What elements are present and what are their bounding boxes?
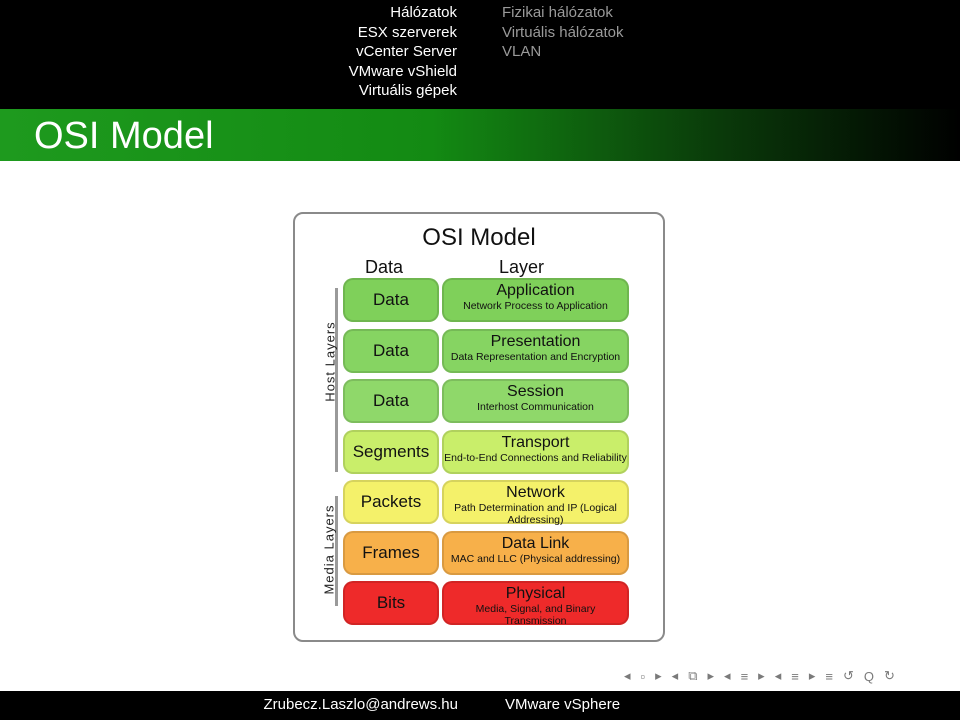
beamer-nav-icon[interactable]: ▸ bbox=[758, 668, 765, 683]
pdu-label: Packets bbox=[360, 492, 422, 511]
beamer-nav-icon[interactable]: ↺ bbox=[842, 668, 854, 683]
beamer-nav-icon[interactable]: ▸ bbox=[808, 668, 816, 683]
pdu-label: Frames bbox=[362, 542, 420, 562]
beamer-nav-icon[interactable]: ≡ bbox=[791, 668, 799, 684]
frame-title-bar: OSI Model bbox=[0, 109, 960, 161]
pdu-box: Segments bbox=[343, 429, 439, 474]
figure-title: OSI Model bbox=[422, 224, 536, 251]
pdu-box: Frames bbox=[343, 530, 439, 575]
subsection-list: Fizikai hálózatok Virtuális hálózatok VL… bbox=[502, 3, 623, 62]
beamer-nav-icon[interactable]: ◂ bbox=[724, 668, 731, 683]
pdu-label: Data bbox=[373, 391, 409, 410]
nav-section-3[interactable]: vCenter Server bbox=[356, 43, 457, 61]
nav-section-2[interactable]: ESX szerverek bbox=[357, 23, 457, 41]
pdu-box: Packets bbox=[343, 480, 439, 524]
nav-section-1[interactable]: Hálózatok bbox=[390, 4, 457, 21]
layer-description: Media, Signal, and Binary Transmission bbox=[475, 603, 596, 627]
media-layers-label: Media Layers bbox=[321, 504, 337, 595]
nav-section-4[interactable]: VMware vShield bbox=[348, 62, 457, 80]
layer-description: End-to-End Connections and Reliability bbox=[444, 451, 627, 464]
host-layers-bracket bbox=[335, 288, 338, 472]
layer-name: Network bbox=[506, 484, 565, 501]
beamer-navigation-symbols: ◂ ▫ ▸ ◂ ⧉ ▸ ◂ ≡ ▸ ◂ ≡ ▸ ≡ ↺ Q ↻ bbox=[624, 667, 895, 685]
beamer-nav-icon[interactable]: ▸ bbox=[655, 668, 662, 683]
pdu-label: Data bbox=[373, 290, 409, 309]
layer-name: Data Link bbox=[501, 534, 570, 552]
layer-description: Interhost Communication bbox=[477, 401, 594, 413]
layer-name: Presentation bbox=[490, 332, 581, 350]
layer-name: Transport bbox=[501, 433, 570, 451]
layer-description: Data Representation and Encryption bbox=[450, 350, 621, 363]
beamer-nav-icon[interactable]: ◂ bbox=[624, 668, 631, 683]
data-column-header: Data bbox=[365, 257, 404, 277]
beamer-nav-icon[interactable]: ↻ bbox=[883, 668, 895, 683]
beamer-nav-icon[interactable]: ⧉ bbox=[688, 668, 698, 683]
osi-model-figure: OSI Model Data Layer Host Layers Media L… bbox=[293, 212, 665, 642]
pdu-label: Segments bbox=[352, 441, 430, 461]
pdu-box: Bits bbox=[343, 581, 439, 625]
nav-subsection-3[interactable]: VLAN bbox=[502, 43, 542, 61]
layer-description: Path Determination and IP (Logical Addre… bbox=[454, 502, 617, 526]
media-layers-bracket bbox=[335, 496, 338, 606]
section-navigation: Hálózatok ESX szerverek vCenter Server V… bbox=[0, 0, 960, 109]
layer-description: Network Process to Application bbox=[463, 300, 608, 312]
footer-bar: Zrubecz.Laszlo@andrews.hu VMware vSphere bbox=[0, 691, 960, 720]
layer-name: Physical bbox=[505, 585, 566, 602]
pdu-label: Data bbox=[373, 340, 409, 360]
host-layers-label: Host Layers bbox=[322, 321, 338, 402]
beamer-nav-icon[interactable]: ◂ bbox=[774, 668, 782, 683]
beamer-nav-icon[interactable]: ◂ bbox=[671, 668, 679, 683]
beamer-nav-icon[interactable]: ▸ bbox=[707, 668, 715, 683]
pdu-box: Data bbox=[343, 278, 439, 322]
pdu-box: Data bbox=[343, 379, 439, 423]
beamer-nav-icon[interactable]: ≡ bbox=[825, 668, 833, 684]
layer-column-header: Layer bbox=[499, 257, 545, 277]
frame-title: OSI Model bbox=[34, 115, 214, 157]
beamer-nav-icon[interactable]: ≡ bbox=[740, 668, 749, 684]
pdu-label: Bits bbox=[376, 593, 406, 612]
pdu-box: Data bbox=[343, 328, 439, 373]
beamer-nav-icon[interactable]: ▫ bbox=[640, 668, 646, 684]
section-list-left: Hálózatok ESX szerverek vCenter Server V… bbox=[0, 0, 472, 109]
layer-name: Session bbox=[507, 383, 564, 400]
nav-subsection-2[interactable]: Virtuális hálózatok bbox=[502, 23, 624, 41]
layer-name: Application bbox=[496, 282, 575, 299]
nav-subsection-1[interactable]: Fizikai hálózatok bbox=[502, 4, 613, 21]
layer-description: MAC and LLC (Physical addressing) bbox=[450, 552, 621, 565]
footer-author: Zrubecz.Laszlo@andrews.hu bbox=[263, 696, 459, 713]
beamer-nav-icon[interactable]: Q bbox=[863, 668, 874, 684]
nav-section-5[interactable]: Virtuális gépek bbox=[358, 82, 457, 100]
footer-subject: VMware vSphere bbox=[505, 696, 621, 713]
